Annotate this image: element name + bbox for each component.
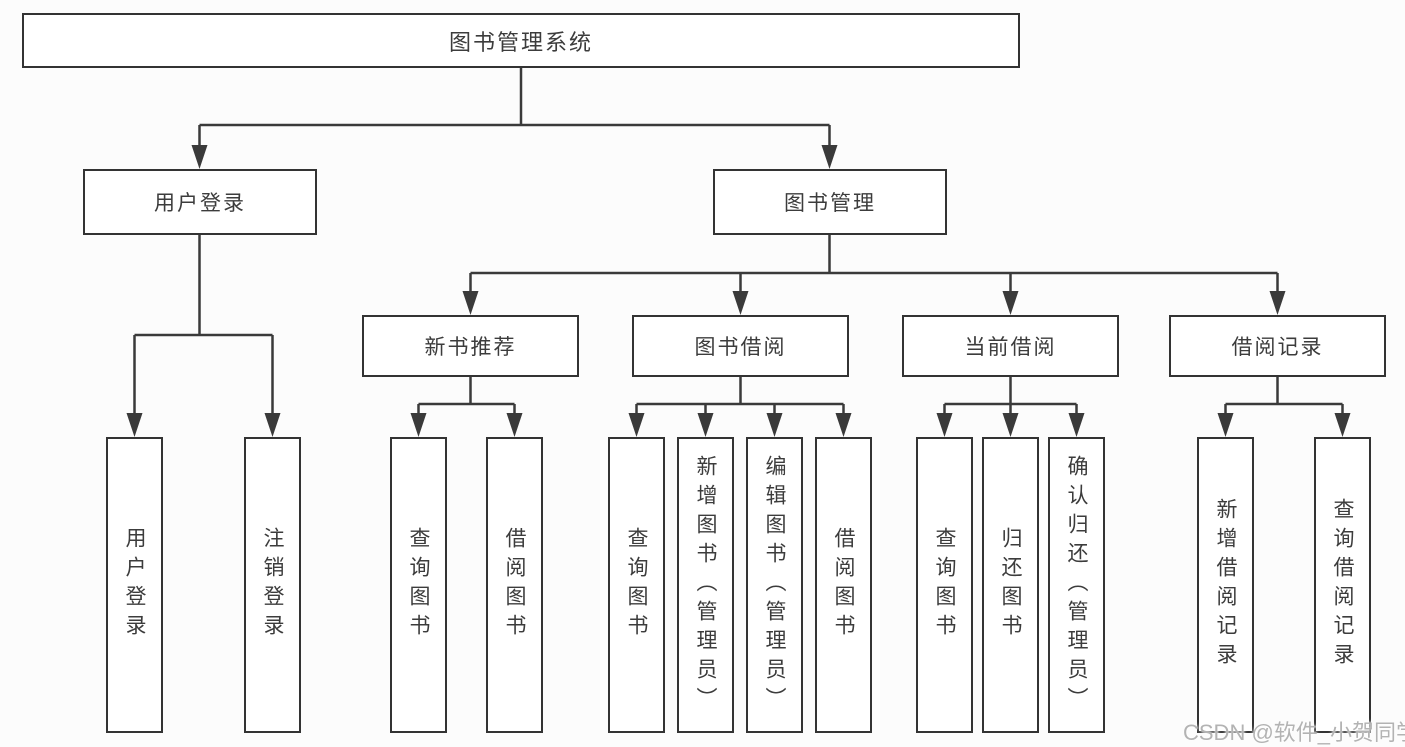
node-current-borrow-label: 当前借阅 — [964, 336, 1057, 359]
connector-book-borrow-to-leaves — [628, 377, 852, 437]
connector-book-management-to-level3 — [462, 235, 1286, 315]
node-root-label: 图书管理系统 — [448, 29, 593, 55]
node-current-borrow: 当前借阅 — [902, 315, 1119, 377]
connector-root-to-level2 — [191, 68, 838, 169]
node-user-login: 用户登录 — [83, 169, 317, 235]
leaf-borrow-books-label: 借阅图书 — [832, 527, 855, 643]
node-root-system: 图书管理系统 — [22, 13, 1020, 68]
connector-borrow-records-to-leaves — [1217, 377, 1351, 437]
leaf-borrow-books-recommend-label: 借阅图书 — [503, 527, 526, 643]
connector-current-borrow-to-leaves — [936, 377, 1085, 437]
node-book-borrow: 图书借阅 — [632, 315, 849, 377]
node-book-borrow-label: 图书借阅 — [694, 336, 787, 359]
node-borrow-records: 借阅记录 — [1169, 315, 1386, 377]
leaf-query-borrow-record: 查询借阅记录 — [1314, 437, 1371, 733]
leaf-user-login-label: 用户登录 — [123, 527, 146, 643]
leaf-edit-books-admin-label: 编辑图书（管理员） — [763, 454, 786, 716]
node-book-management: 图书管理 — [713, 169, 947, 235]
leaf-borrow-books-recommend: 借阅图书 — [486, 437, 543, 733]
leaf-query-books-current: 查询图书 — [916, 437, 973, 733]
leaf-user-login: 用户登录 — [106, 437, 163, 733]
node-new-book-recommend: 新书推荐 — [362, 315, 579, 377]
leaf-query-books-borrow: 查询图书 — [608, 437, 665, 733]
connector-user-login-to-leaves — [126, 235, 281, 437]
leaf-confirm-return-admin-label: 确认归还（管理员） — [1065, 454, 1088, 716]
connector-new-book-recommend-to-leaves — [410, 377, 523, 437]
leaf-query-books-recommend-label: 查询图书 — [407, 527, 430, 643]
node-user-login-label: 用户登录 — [154, 192, 246, 215]
leaf-query-books-borrow-label: 查询图书 — [625, 527, 648, 643]
leaf-edit-books-admin: 编辑图书（管理员） — [746, 437, 803, 733]
leaf-add-borrow-record-label: 新增借阅记录 — [1214, 498, 1237, 672]
csdn-watermark: CSDN @软件_小贺同学 — [1183, 720, 1405, 745]
node-borrow-records-label: 借阅记录 — [1231, 336, 1324, 359]
leaf-add-borrow-record: 新增借阅记录 — [1197, 437, 1254, 733]
leaf-add-books-admin-label: 新增图书（管理员） — [694, 454, 717, 716]
leaf-return-books: 归还图书 — [982, 437, 1039, 733]
leaf-confirm-return-admin: 确认归还（管理员） — [1048, 437, 1105, 733]
node-book-management-label: 图书管理 — [784, 192, 876, 215]
leaf-return-books-label: 归还图书 — [999, 527, 1022, 643]
leaf-query-books-recommend: 查询图书 — [390, 437, 447, 733]
leaf-query-borrow-record-label: 查询借阅记录 — [1331, 498, 1354, 672]
leaf-query-books-current-label: 查询图书 — [933, 527, 956, 643]
leaf-add-books-admin: 新增图书（管理员） — [677, 437, 734, 733]
leaf-borrow-books: 借阅图书 — [815, 437, 872, 733]
node-new-book-recommend-label: 新书推荐 — [424, 336, 517, 359]
leaf-logout-label: 注销登录 — [261, 527, 284, 643]
leaf-logout: 注销登录 — [244, 437, 301, 733]
